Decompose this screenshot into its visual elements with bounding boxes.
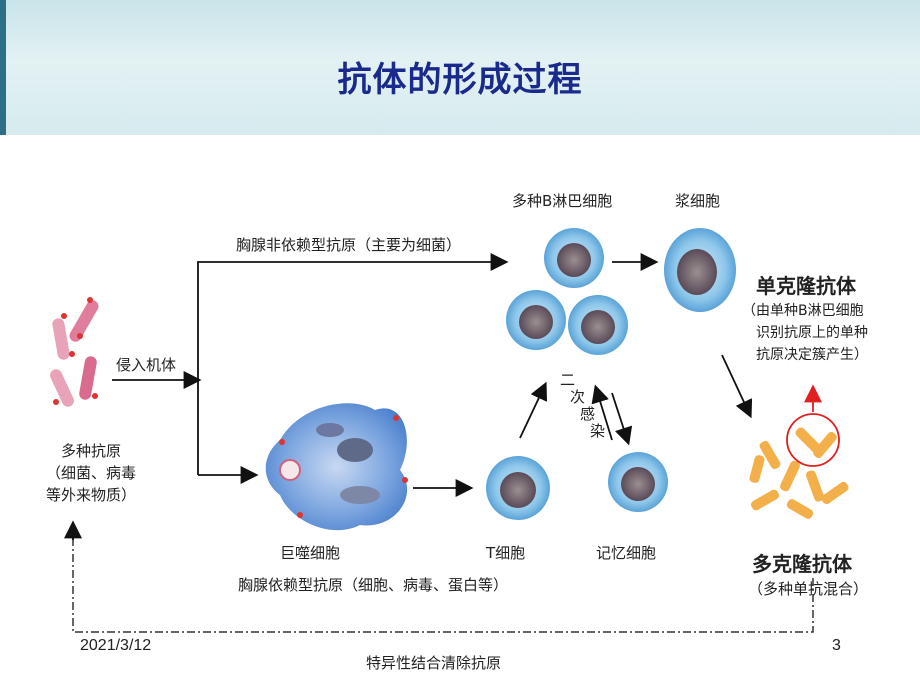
slide-date: 2021/3/12 — [80, 637, 152, 654]
antibody-cluster-icon — [749, 427, 849, 519]
antigen-cluster-icon — [50, 297, 99, 407]
b-cell-cluster-icon — [506, 228, 628, 355]
t-cell-icon — [486, 456, 550, 520]
secondary-infection-label: 二 次 感 染 — [560, 371, 606, 440]
arrow-network — [112, 253, 753, 497]
thymus-dependent-label: 胸腺依赖型抗原（细胞、病毒、蛋白等） — [238, 576, 509, 594]
monoclonal-title: 单克隆抗体 — [756, 274, 856, 298]
polyclonal-desc: （多种单抗混合） — [748, 580, 869, 598]
thymus-independent-label: 胸腺非依赖型抗原（主要为细菌） — [236, 236, 462, 254]
polyclonal-title: 多克隆抗体 — [752, 552, 852, 576]
plasma-cell-icon — [664, 228, 736, 312]
plasma-cell-label: 浆细胞 — [675, 192, 721, 210]
invade-label: 侵入机体 — [116, 356, 177, 374]
title-banner — [0, 0, 920, 135]
monoclonal-desc: （由单种B淋巴细胞 识别抗原上的单种 抗原决定簇产生） — [742, 303, 868, 363]
clearance-label: 特异性结合清除抗原 — [366, 654, 502, 672]
antigen-label: 多种抗原 （细菌、病毒 等外来物质） — [45, 442, 136, 504]
t-cell-label: T细胞 — [486, 544, 526, 562]
memory-cell-label: 记忆细胞 — [596, 544, 657, 562]
monoclonal-highlight-circle — [786, 413, 840, 467]
slide-title: 抗体的形成过程 — [337, 60, 583, 100]
b-cells-label: 多种B淋巴细胞 — [512, 192, 613, 210]
macrophage-icon — [265, 403, 408, 531]
macrophage-label: 巨噬细胞 — [280, 544, 341, 562]
banner-accent — [0, 0, 6, 135]
slide-page-number: 3 — [832, 637, 841, 654]
clearance-loop — [72, 525, 814, 633]
memory-cell-icon — [608, 452, 668, 512]
